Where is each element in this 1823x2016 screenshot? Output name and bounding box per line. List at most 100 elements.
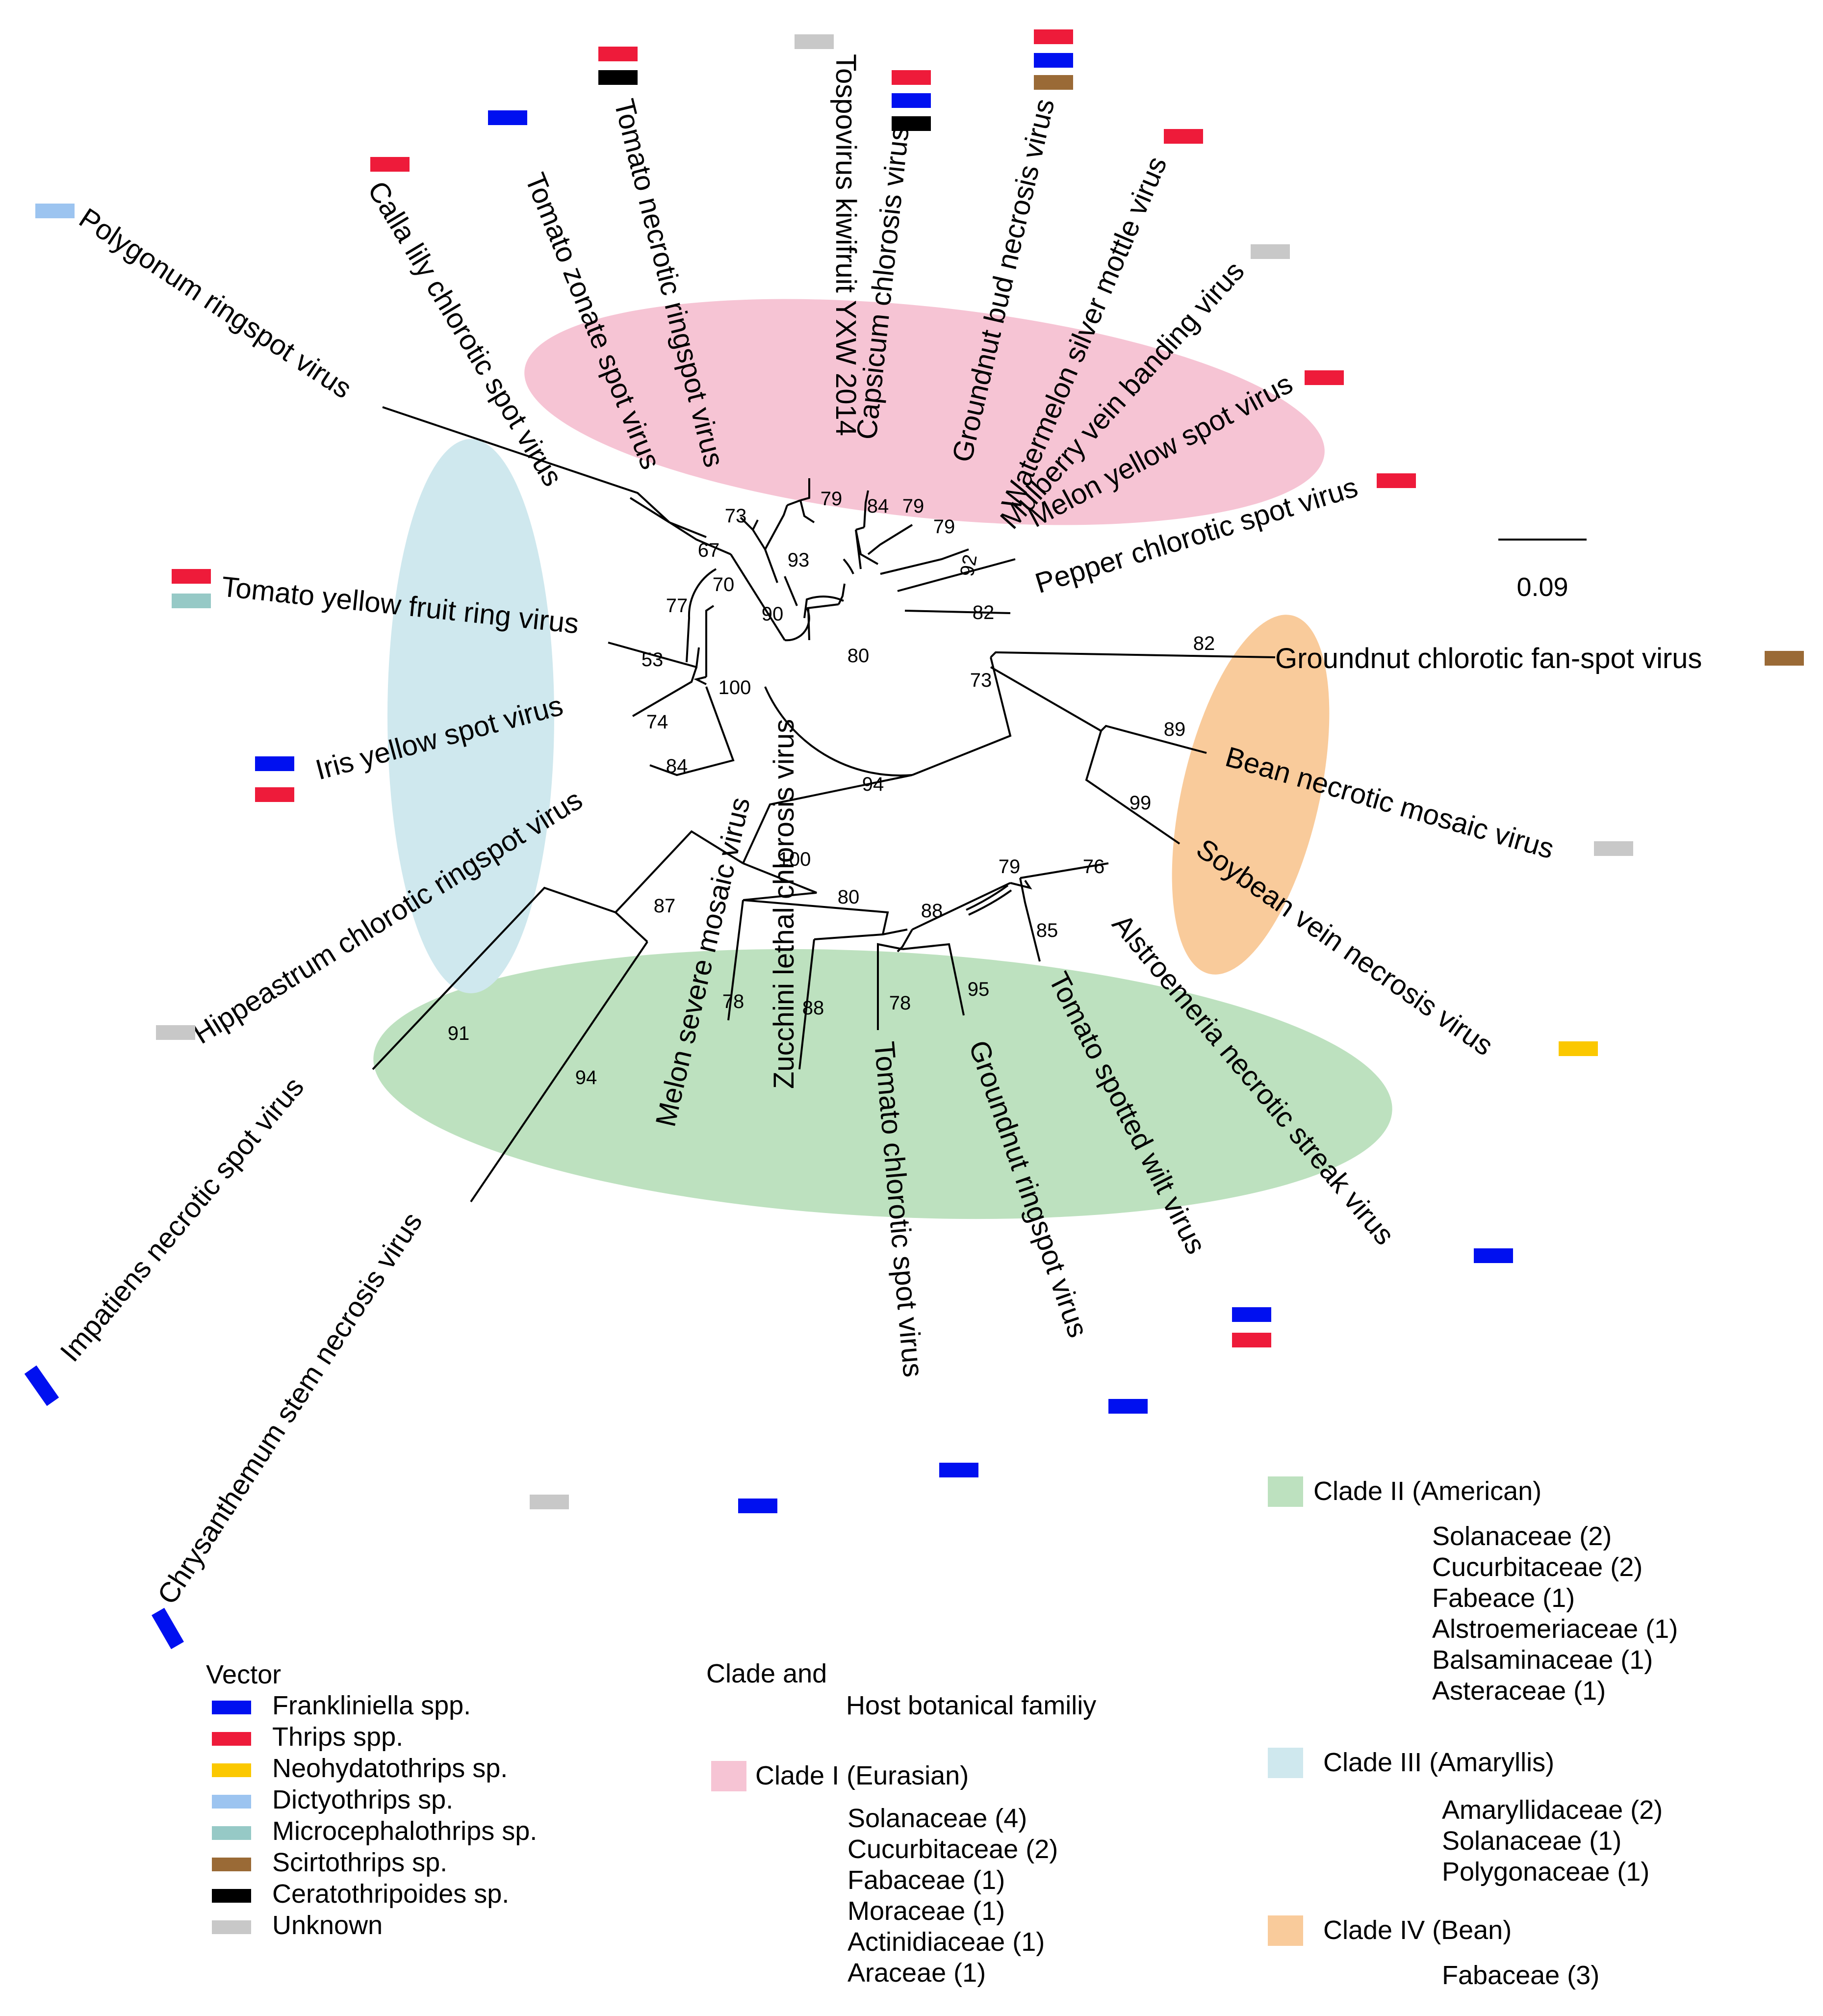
- vector-bar-frankliniella: [1034, 53, 1073, 68]
- host-family-item: Actinidiaceae (1): [847, 1927, 1045, 1957]
- clade-legend: Clade and Host botanical familiy Clade I…: [706, 1476, 1678, 1990]
- bootstrap-value: 80: [838, 886, 860, 908]
- clade-swatch-2: [1268, 1476, 1303, 1507]
- legend-label-microcephalothrips: Microcephalothrips sp.: [272, 1816, 537, 1846]
- vector-legend-title: Vector: [206, 1660, 281, 1689]
- clade-IV-ellipse: [1172, 615, 1330, 975]
- bootstrap-value: 87: [654, 895, 676, 917]
- legend-swatch-unknown: [212, 1920, 251, 1934]
- legend-swatch-frankliniella: [212, 1701, 251, 1714]
- bootstrap-value: 77: [666, 595, 688, 617]
- bootstrap-value: 82: [973, 602, 995, 623]
- vector-bar-unknown: [530, 1495, 569, 1509]
- vector-indicators: [24, 29, 1804, 1650]
- host-family-item: Alstroemeriaceae (1): [1432, 1614, 1678, 1644]
- clade-swatch-1: [711, 1761, 746, 1791]
- host-family-item: Fabaceae (3): [1442, 1961, 1599, 1990]
- vector-bar-frankliniella: [255, 756, 294, 771]
- vector-bar-ceratothripoides: [892, 116, 931, 131]
- bootstrap-value: 95: [968, 979, 990, 1000]
- taxon-label-zucchini-lethal-chlorosis-virus: Zucchini lethal chlorosis virus: [768, 719, 800, 1089]
- bootstrap-value: 94: [575, 1067, 597, 1088]
- bootstrap-value: 84: [666, 755, 688, 777]
- host-family-item: Araceae (1): [847, 1958, 986, 1988]
- bootstrap-value: 67: [698, 540, 720, 561]
- bootstrap-value: 74: [646, 711, 668, 733]
- vector-bar-frankliniella: [488, 110, 527, 125]
- host-family-item: Balsaminaceae (1): [1432, 1645, 1653, 1675]
- taxon-label-impatiens-necrotic-spot-virus: Impatiens necrotic spot virus: [54, 1071, 310, 1368]
- taxon-label-chrysanthemum-stem-necrosis-virus: Chrysanthemum stem necrosis virus: [151, 1207, 428, 1610]
- host-family-item: Cucurbitaceae (2): [847, 1835, 1058, 1864]
- legend-label-scirtothrips: Scirtothrips sp.: [272, 1848, 447, 1877]
- legend-swatch-neohydatothrips: [212, 1763, 251, 1777]
- bootstrap-value: 85: [1036, 920, 1058, 941]
- host-family-item: Solanaceae (4): [847, 1804, 1027, 1833]
- clade-swatch-4: [1268, 1915, 1303, 1946]
- vector-bar-frankliniella: [939, 1463, 978, 1477]
- bootstrap-value: 82: [1193, 633, 1215, 654]
- vector-bar-scirtothrips: [1034, 75, 1073, 90]
- bootstrap-value: 84: [867, 495, 889, 517]
- vector-bar-neohydatothrips: [1559, 1041, 1598, 1056]
- bootstrap-value: 92: [956, 553, 981, 578]
- vector-bar-thrips: [172, 569, 211, 584]
- vector-bar-thrips: [1232, 1333, 1271, 1347]
- bootstrap-value: 79: [933, 516, 955, 538]
- legend-label-frankliniella: Frankliniella spp.: [272, 1691, 471, 1720]
- bootstrap-value: 89: [1164, 719, 1186, 740]
- bootstrap-value: 70: [713, 574, 735, 595]
- vector-bar-thrips: [370, 157, 410, 172]
- host-family-item: Moraceae (1): [847, 1896, 1005, 1926]
- legend-label-neohydatothrips: Neohydatothrips sp.: [272, 1754, 508, 1783]
- bootstrap-value: 78: [889, 992, 911, 1014]
- legend-swatch-ceratothripoides: [212, 1889, 251, 1903]
- clade-label-1: Clade I (Eurasian): [755, 1761, 969, 1790]
- clade-label-3: Clade III (Amaryllis): [1323, 1748, 1554, 1777]
- vector-bar-unknown: [1594, 841, 1633, 856]
- clade-highlights: [373, 299, 1392, 1219]
- host-family-item: Amaryllidaceae (2): [1442, 1795, 1663, 1825]
- vector-bar-ceratothripoides: [598, 70, 638, 85]
- vector-bar-thrips: [892, 70, 931, 85]
- legend-swatch-microcephalothrips: [212, 1826, 251, 1840]
- legend-label-ceratothripoides: Ceratothripoides sp.: [272, 1879, 509, 1909]
- clade-label-4: Clade IV (Bean): [1323, 1915, 1512, 1945]
- vector-bar-frankliniella: [1474, 1248, 1513, 1263]
- clade-legend-items: Clade I (Eurasian)Solanaceae (4)Cucurbit…: [711, 1476, 1678, 1990]
- legend-swatch-dictyothrips: [212, 1795, 251, 1809]
- clade-swatch-3: [1268, 1748, 1303, 1778]
- vector-bar-scirtothrips: [1765, 651, 1804, 666]
- vector-legend: Vector Frankliniella spp.Thrips spp.Neoh…: [206, 1660, 537, 1940]
- vector-bar-frankliniella: [892, 93, 931, 108]
- host-family-item: Asteraceae (1): [1432, 1676, 1606, 1706]
- host-family-item: Fabeace (1): [1432, 1583, 1575, 1613]
- bootstrap-value: 94: [862, 774, 884, 795]
- legend-label-unknown: Unknown: [272, 1911, 383, 1940]
- vector-bar-frankliniella: [152, 1607, 184, 1650]
- vector-bar-unknown: [156, 1025, 195, 1040]
- vector-bar-microcephalothrips: [172, 594, 211, 608]
- host-family-item: Cucurbitaceae (2): [1432, 1552, 1643, 1582]
- vector-legend-items: Frankliniella spp.Thrips spp.Neohydatoth…: [212, 1691, 537, 1940]
- clade-II-ellipse: [373, 949, 1392, 1219]
- bootstrap-value: 88: [802, 997, 824, 1019]
- bootstrap-value: 80: [847, 645, 870, 667]
- taxon-label-groundnut-chlorotic-fan-spot-virus: Groundnut chlorotic fan-spot virus: [1275, 643, 1702, 674]
- vector-bar-frankliniella: [24, 1365, 59, 1406]
- vector-bar-thrips: [1034, 29, 1073, 44]
- bootstrap-value: 91: [448, 1023, 470, 1044]
- host-family-item: Polygonaceae (1): [1442, 1857, 1649, 1887]
- bootstrap-value: 90: [762, 603, 784, 625]
- tree-branches: [372, 406, 1587, 1203]
- vector-bar-unknown: [795, 34, 834, 49]
- clade-I-ellipse: [524, 299, 1325, 525]
- bootstrap-value: 73: [725, 505, 747, 527]
- vector-bar-thrips: [1305, 370, 1344, 385]
- bootstrap-value: 78: [722, 991, 745, 1012]
- taxon-label-polygonum-ringspot-virus: Polygonum ringspot virus: [74, 202, 358, 405]
- vector-bar-frankliniella: [1108, 1399, 1148, 1414]
- bootstrap-value: 88: [921, 900, 943, 922]
